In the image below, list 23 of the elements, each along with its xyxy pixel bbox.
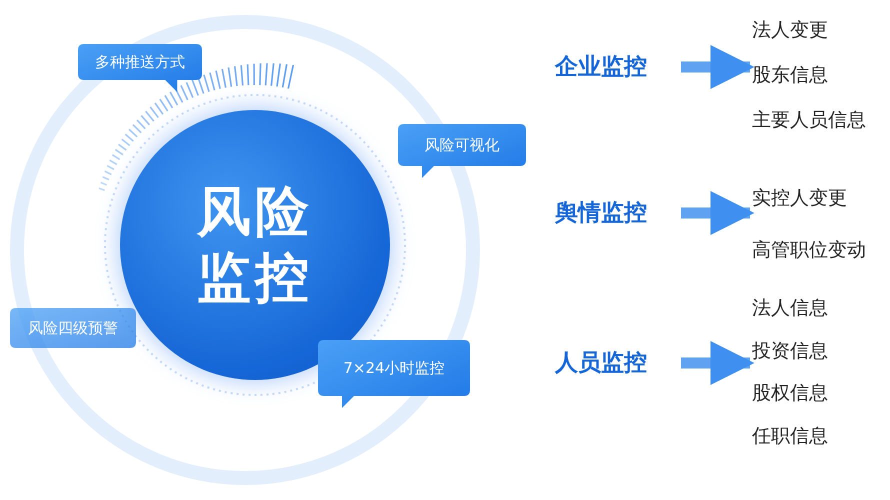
center-title: 风险监控 <box>196 179 314 311</box>
list-item: 法人信息 <box>752 296 829 320</box>
callout-bubble <box>318 340 470 408</box>
list-item: 股权信息 <box>752 381 829 406</box>
callout-text: 多种推送方式 <box>94 52 186 73</box>
list-item: 任职信息 <box>752 424 829 448</box>
list-item: 投资信息 <box>752 338 829 363</box>
category-title: 企业监控 <box>555 50 675 84</box>
callout-text: 风险可视化 <box>424 135 500 156</box>
callout-bubble <box>78 44 202 92</box>
arrow <box>681 341 754 385</box>
callout-text: 7×24小时监控 <box>342 358 446 379</box>
arrow <box>681 45 754 89</box>
list-item: 法人变更 <box>752 18 829 42</box>
list-item: 实控人变更 <box>752 186 848 210</box>
list-item: 股东信息 <box>752 63 829 87</box>
category-title: 人员监控 <box>555 346 675 380</box>
list-item: 主要人员信息 <box>752 108 867 132</box>
callout-bubble <box>398 124 526 178</box>
category-title: 舆情监控 <box>555 196 675 230</box>
arrow <box>681 191 754 235</box>
callout-text: 风险四级预警 <box>27 318 119 339</box>
list-item: 高管职位变动 <box>752 238 867 262</box>
